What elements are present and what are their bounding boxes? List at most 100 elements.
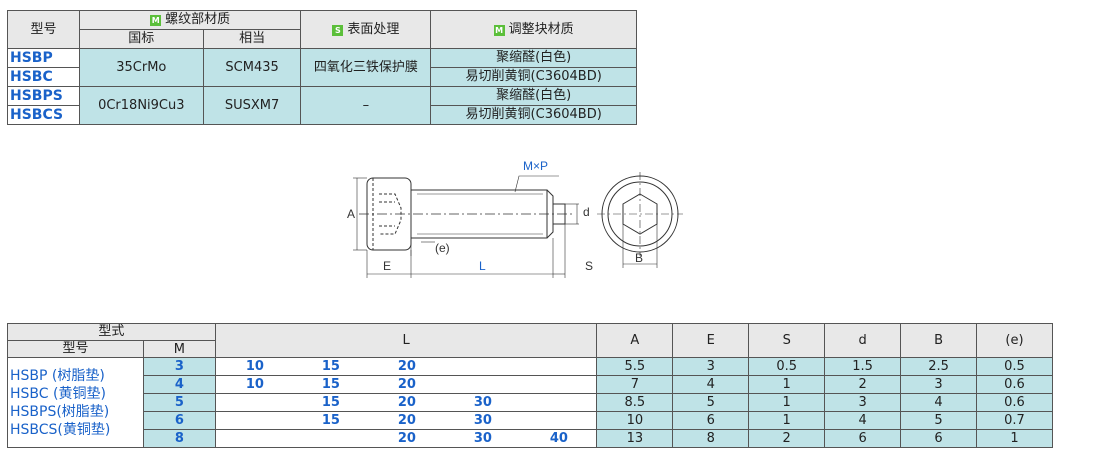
label-e-paren: (e) xyxy=(435,241,450,255)
dim-e: 4 xyxy=(672,375,750,394)
length-options: 15 20 30 xyxy=(214,411,598,430)
dim-b: 3 xyxy=(900,375,977,394)
dim-b: 6 xyxy=(900,429,977,448)
header-d: d xyxy=(824,323,902,358)
equiv-material: SUSXM7 xyxy=(202,86,302,125)
model-name: HSBP (树脂垫) xyxy=(10,367,105,384)
model-list: HSBP (树脂垫)HSBC (黄铜垫)HSBPS(树脂垫)HSBCS(黄铜垫) xyxy=(7,357,144,448)
thread-size-m: 3 xyxy=(142,357,216,376)
dim-a: 13 xyxy=(596,429,674,448)
dim-a: 7 xyxy=(596,375,674,394)
table-row: HSBPS 0Cr18Ni9Cu3 SUSXM7 – 聚缩醛(白色) xyxy=(7,86,637,125)
equiv-material: SCM435 xyxy=(202,48,302,87)
header-b: B xyxy=(900,323,977,358)
header-l: L xyxy=(214,323,598,358)
length-value: 30 xyxy=(473,413,492,428)
national-material: 35CrMo xyxy=(78,48,204,87)
model-code: HSBPS xyxy=(7,86,80,106)
model-name: HSBC (黄铜垫) xyxy=(10,385,106,402)
model-name: HSBPS(树脂垫) xyxy=(10,403,110,420)
dim-ep: 0.6 xyxy=(976,375,1053,394)
length-value: 15 xyxy=(321,395,340,410)
leader-mxp xyxy=(514,175,559,193)
label-e: E xyxy=(383,259,391,273)
length-value: 20 xyxy=(397,395,416,410)
length-value: 20 xyxy=(397,431,416,446)
header-equiv: 相当 xyxy=(202,29,302,49)
dim-b: 5 xyxy=(900,411,977,430)
length-value: 20 xyxy=(397,359,416,374)
dim-b: 4 xyxy=(900,393,977,412)
label-a: A xyxy=(347,207,355,221)
dim-d: 6 xyxy=(824,429,902,448)
dim-ep: 0.7 xyxy=(976,411,1053,430)
label-mxp: M×P xyxy=(523,159,548,173)
label-d: d xyxy=(583,205,590,219)
national-material: 0Cr18Ni9Cu3 xyxy=(78,86,204,125)
model-code: HSBCS xyxy=(7,105,80,125)
dim-e: 5 xyxy=(672,393,750,412)
dim-s: 1 xyxy=(748,393,826,412)
dim-s: 1 xyxy=(748,375,826,394)
table-row: HSBP 35CrMo SCM435 四氧化三铁保护膜 聚缩醛(白色) xyxy=(7,48,637,87)
dim-d: 3 xyxy=(824,393,902,412)
header-model: 型号 xyxy=(7,10,80,49)
material-badge-icon: M xyxy=(493,24,505,36)
thread-size-m: 6 xyxy=(142,411,216,430)
label-s: S xyxy=(585,259,593,273)
material-badge-icon: M xyxy=(150,15,162,26)
surface-treatment: 四氧化三铁保护膜 xyxy=(300,48,432,87)
dim-a: 10 xyxy=(596,411,674,430)
dim-d: 2 xyxy=(824,375,902,394)
header-e: E xyxy=(672,323,750,358)
dim-ep: 0.5 xyxy=(976,357,1053,376)
dim-a: 8.5 xyxy=(596,393,674,412)
dim-e: 6 xyxy=(672,411,750,430)
dim-d: 4 xyxy=(824,411,902,430)
dim-e: 3 xyxy=(672,357,750,376)
dim-s: 2 xyxy=(748,429,826,448)
dim-e: 8 xyxy=(672,429,750,448)
surface-badge-icon: S xyxy=(332,24,344,36)
length-value: 30 xyxy=(473,395,492,410)
model-name: HSBCS(黄铜垫) xyxy=(10,421,111,438)
header-m: M xyxy=(142,340,216,358)
dim-ep: 1 xyxy=(976,429,1053,448)
length-value: 20 xyxy=(397,377,416,392)
dim-ep: 0.6 xyxy=(976,393,1053,412)
adjust-material: 易切削黄铜(C3604BD) xyxy=(430,105,637,125)
length-value: 30 xyxy=(473,431,492,446)
dim-d: 1.5 xyxy=(824,357,902,376)
length-value: 20 xyxy=(397,413,416,428)
dim-s: 0.5 xyxy=(748,357,826,376)
length-value: 15 xyxy=(321,377,340,392)
table-row: HSBC 易切削黄铜(C3604BD) xyxy=(7,67,637,87)
dim-b: 2.5 xyxy=(900,357,977,376)
length-value: 15 xyxy=(321,413,340,428)
hex-socket-icon xyxy=(622,193,658,235)
header-e-paren: (e) xyxy=(976,323,1053,358)
thread-size-m: 5 xyxy=(142,393,216,412)
adjust-material: 易切削黄铜(C3604BD) xyxy=(430,67,637,87)
header-type: 型式 xyxy=(7,323,216,341)
length-value: 15 xyxy=(321,359,340,374)
dim-a: 5.5 xyxy=(596,357,674,376)
label-l: L xyxy=(479,259,486,273)
spec-table: 型式 L A E S d B (e) 型号 M HSBP (树脂垫)HSBC (… xyxy=(7,323,1053,448)
header-national: 国标 xyxy=(78,29,204,49)
header-model: 型号 xyxy=(7,340,144,358)
surface-treatment: – xyxy=(300,86,432,125)
model-code: HSBC xyxy=(7,67,80,87)
model-code: HSBP xyxy=(7,48,80,68)
